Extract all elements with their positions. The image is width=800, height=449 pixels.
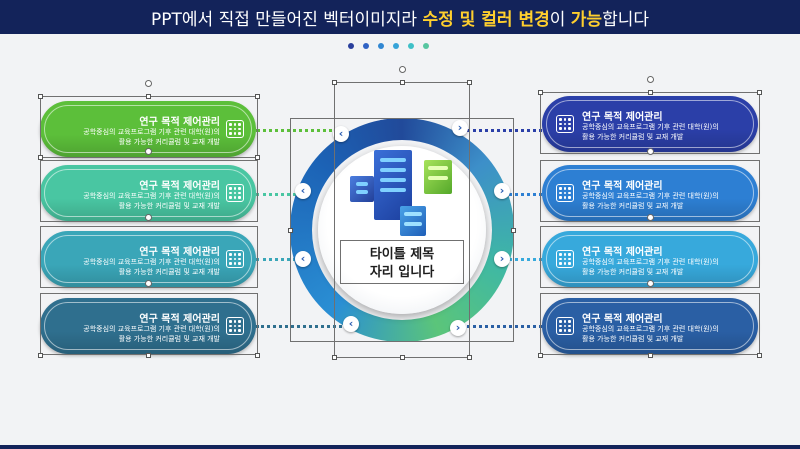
card-desc-line-2: 활용 가능한 커리큘럼 및 교재 개발	[118, 138, 220, 146]
grid-icon	[226, 317, 244, 335]
card-desc-line-2: 활용 가능한 커리큘럼 및 교재 개발	[582, 133, 684, 141]
chevron-left-icon: ‹	[343, 316, 359, 332]
grid-icon	[226, 120, 244, 138]
card-desc-line-2: 활용 가능한 커리큘럼 및 교재 개발	[582, 335, 684, 343]
progress-dot	[348, 43, 354, 49]
card-desc-line-2: 활용 가능한 커리큘럼 및 교재 개발	[582, 268, 684, 276]
connector-left-4	[256, 325, 342, 328]
center-title-line-2: 자리 입니다	[369, 265, 435, 280]
grid-icon	[556, 250, 574, 268]
card-desc-line-2: 활용 가능한 커리큘럼 및 교재 개발	[582, 202, 684, 210]
banner-text-2: 이	[549, 9, 571, 30]
card-desc-line-1: 공학중심의 교육프로그램 기후 관련 대학(원)의	[83, 192, 220, 200]
connector-right-3	[504, 258, 542, 261]
grid-icon	[556, 115, 574, 133]
card-desc-line-1: 공학중심의 교육프로그램 기후 관련 대학(원)의	[582, 123, 719, 131]
connector-left-2	[256, 193, 302, 196]
card-desc-line-1: 공학중심의 교육프로그램 기후 관련 대학(원)의	[83, 258, 220, 266]
progress-dot	[393, 43, 399, 49]
card-desc-line-2: 활용 가능한 커리큘럼 및 교재 개발	[118, 335, 220, 343]
chevron-right-icon: ›	[450, 320, 466, 336]
grid-icon	[556, 317, 574, 335]
center-title-line-1: 타이틀 제목	[369, 247, 435, 262]
card-title: 연구 목적 제어관리	[139, 247, 220, 258]
card-inner	[546, 100, 754, 148]
card-title: 연구 목적 제어관리	[582, 314, 663, 325]
connector-right-4	[462, 325, 542, 328]
card-desc-line-2: 활용 가능한 커리큘럼 및 교재 개발	[118, 202, 220, 210]
chevron-right-icon: ›	[494, 183, 510, 199]
card-desc-line-1: 공학중심의 교육프로그램 기후 관련 대학(원)의	[83, 128, 220, 136]
grid-icon	[226, 250, 244, 268]
progress-dots	[348, 43, 429, 49]
banner-text-1: PPT에서 직접 만들어진 벡터이미지라	[151, 9, 423, 30]
chevron-left-icon: ‹	[295, 183, 311, 199]
chevron-right-icon: ›	[494, 251, 510, 267]
progress-dot	[423, 43, 429, 49]
bottom-line	[0, 445, 800, 449]
card-inner	[44, 302, 252, 350]
banner-text-3: 합니다	[602, 9, 649, 30]
card-desc-line-1: 공학중심의 교육프로그램 기후 관련 대학(원)의	[83, 325, 220, 333]
connector-right-2	[504, 193, 542, 196]
chevron-right-icon: ›	[452, 120, 468, 136]
card-title: 연구 목적 제어관리	[582, 112, 663, 123]
center-title[interactable]: 타이틀 제목 자리 입니다	[340, 246, 464, 282]
card-title: 연구 목적 제어관리	[582, 247, 663, 258]
banner-highlight-2: 가능	[570, 9, 603, 30]
chevron-left-icon: ‹	[333, 126, 349, 142]
card-title: 연구 목적 제어관리	[139, 314, 220, 325]
card-title: 연구 목적 제어관리	[139, 181, 220, 192]
header-banner: PPT에서 직접 만들어진 벡터이미지라 수정 및 컬러 변경 이 가능 합니다	[0, 0, 800, 34]
card-desc-line-1: 공학중심의 교육프로그램 기후 관련 대학(원)의	[582, 325, 719, 333]
card-desc-line-1: 공학중심의 교육프로그램 기후 관련 대학(원)의	[582, 192, 719, 200]
grid-icon	[556, 184, 574, 202]
connector-right-1	[462, 129, 542, 132]
connector-left-3	[256, 258, 302, 261]
banner-highlight-1: 수정 및 컬러 변경	[422, 9, 550, 30]
card-title: 연구 목적 제어관리	[139, 117, 220, 128]
connector-left-1	[256, 129, 340, 132]
chevron-left-icon: ‹	[295, 251, 311, 267]
card-desc-line-2: 활용 가능한 커리큘럼 및 교재 개발	[118, 268, 220, 276]
progress-dot	[408, 43, 414, 49]
progress-dot	[378, 43, 384, 49]
card-desc-line-1: 공학중심의 교육프로그램 기후 관련 대학(원)의	[582, 258, 719, 266]
card-title: 연구 목적 제어관리	[582, 181, 663, 192]
progress-dot	[363, 43, 369, 49]
card-inner	[546, 302, 754, 350]
grid-icon	[226, 184, 244, 202]
